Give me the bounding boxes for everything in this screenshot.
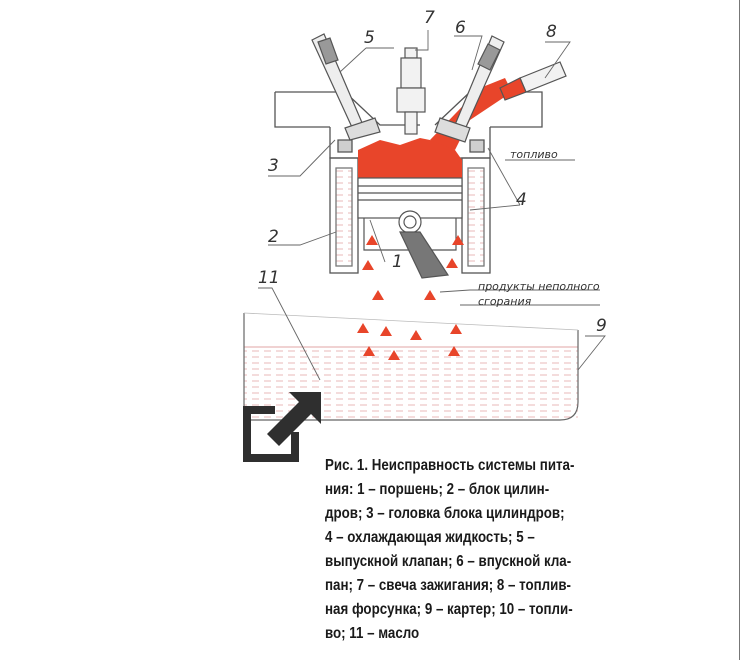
caption-line: во; 11 – масло [325, 625, 420, 642]
callout-4: 4 [516, 190, 527, 210]
caption-line: ная форсунка; 9 – картер; 10 – топли- [325, 601, 573, 618]
expand-arrow-icon[interactable] [243, 392, 321, 464]
caption-line: Рис. 1. Неисправность системы пита- [325, 457, 575, 474]
exhaust-valve [311, 33, 381, 141]
caption-line: ния: 1 – поршень; 2 – блок цилин- [325, 481, 550, 498]
fuel-in-chamber [358, 138, 462, 178]
caption-line: 4 – охлаждающая жидкость; 5 – [325, 529, 535, 546]
caption-line: выпускной клапан; 6 – впускной кла- [325, 553, 572, 570]
products-annotation-line2: сгорания [478, 295, 532, 308]
cylinder-block [329, 157, 491, 274]
piston [357, 177, 463, 279]
cylinder-head [274, 91, 543, 159]
callout-3: 3 [268, 156, 279, 176]
intake-valve [434, 35, 505, 143]
callout-11: 11 [258, 268, 280, 288]
callout-5: 5 [364, 28, 375, 48]
caption-line: пан; 7 – свеча зажигания; 8 – топлив- [325, 577, 571, 594]
fuel-injector [499, 61, 567, 101]
caption-line: дров; 3 – головка блока цилиндров; [325, 505, 565, 522]
callout-9: 9 [596, 316, 607, 336]
spark-plug [396, 47, 426, 135]
callout-7: 7 [424, 8, 435, 28]
figure-caption: Рис. 1. Неисправность системы пита- ния:… [325, 454, 583, 646]
leader-lines [258, 30, 606, 381]
callout-6: 6 [455, 18, 466, 38]
fuel-annotation: топливо [510, 148, 558, 161]
combustion-droplets [357, 235, 464, 360]
products-annotation-line1: продукты неполного [478, 280, 600, 293]
page-border [739, 0, 740, 660]
callout-1: 1 [392, 252, 403, 272]
callout-8: 8 [546, 22, 557, 42]
callout-2: 2 [268, 227, 279, 247]
